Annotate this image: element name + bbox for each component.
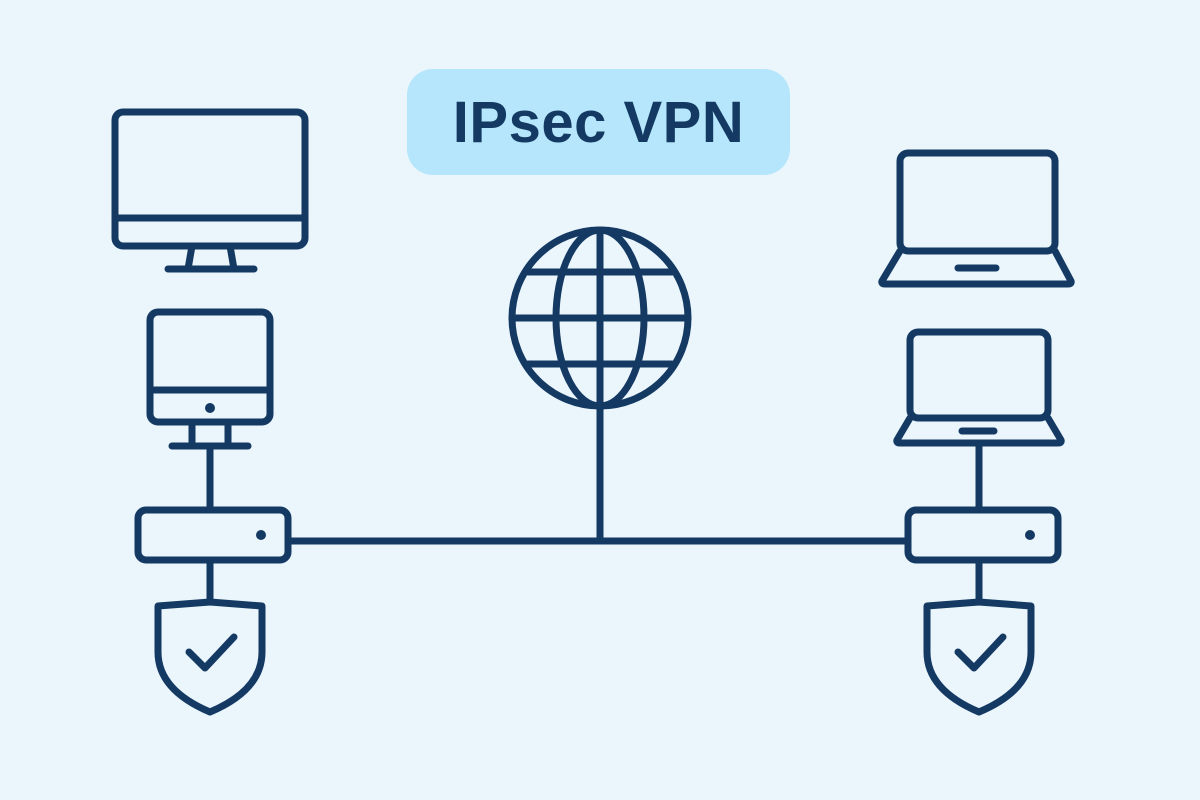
- laptop-icon: [893, 328, 1065, 447]
- diagram-title: IPsec VPN: [452, 89, 745, 155]
- shield-check-icon: [923, 598, 1035, 716]
- shield-check-icon: [154, 598, 266, 716]
- gateway-router-icon: [904, 506, 1062, 564]
- desktop-monitor-icon: [146, 308, 274, 450]
- desktop-monitor-icon: [111, 108, 309, 273]
- internet-globe-icon: [508, 226, 692, 410]
- title-badge: IPsec VPN: [407, 69, 790, 175]
- gateway-router-icon: [134, 506, 292, 564]
- laptop-icon: [878, 149, 1075, 288]
